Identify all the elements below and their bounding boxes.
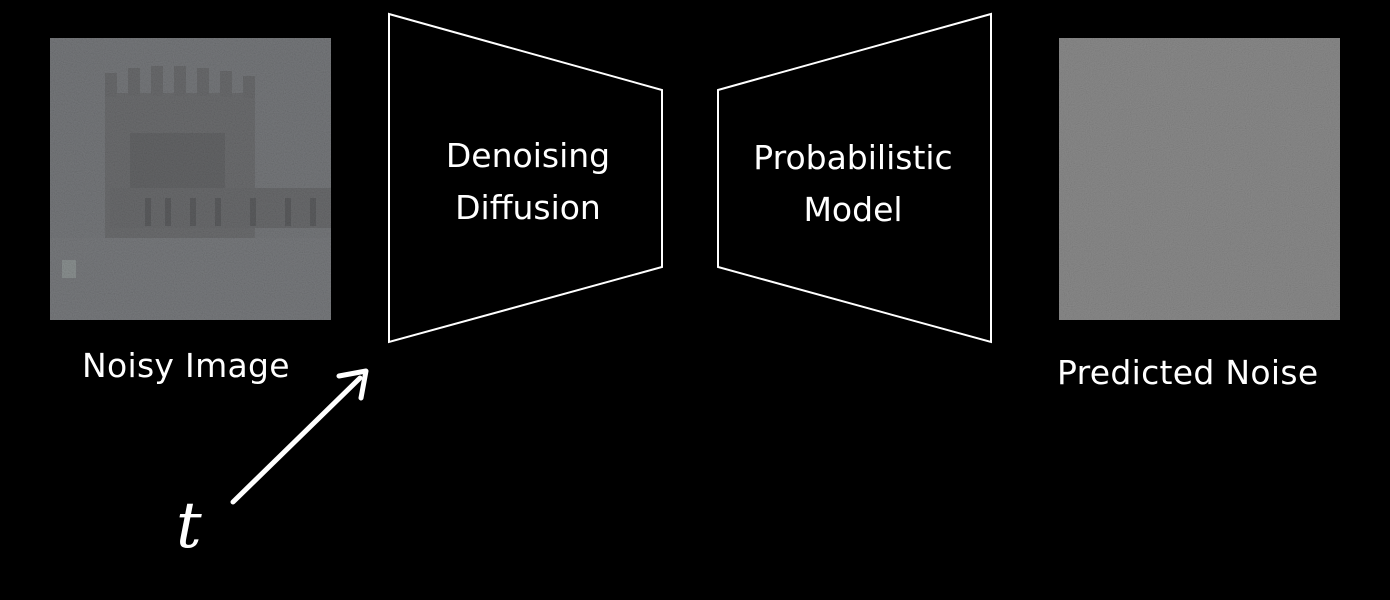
decoder-label: Probabilistic Model [733, 132, 973, 236]
decoder-label-line1: Probabilistic [753, 138, 953, 177]
decoder-trapezoid [717, 12, 992, 344]
noisy-image [50, 38, 331, 320]
encoder-label: Denoising Diffusion [418, 130, 638, 234]
noisy-image-caption: Noisy Image [82, 346, 290, 385]
timestep-label: t [176, 489, 202, 563]
predicted-noise-image [1059, 38, 1340, 320]
encoder-label-line2: Diffusion [455, 188, 601, 227]
encoder-label-line1: Denoising [445, 136, 611, 175]
predicted-noise-caption: Predicted Noise [1057, 353, 1319, 392]
timestep-arrow [230, 368, 369, 505]
decoder-label-line2: Model [803, 190, 903, 229]
noisy-image-picture [50, 38, 331, 320]
encoder-trapezoid [388, 12, 663, 344]
predicted-noise-picture [1059, 38, 1340, 320]
